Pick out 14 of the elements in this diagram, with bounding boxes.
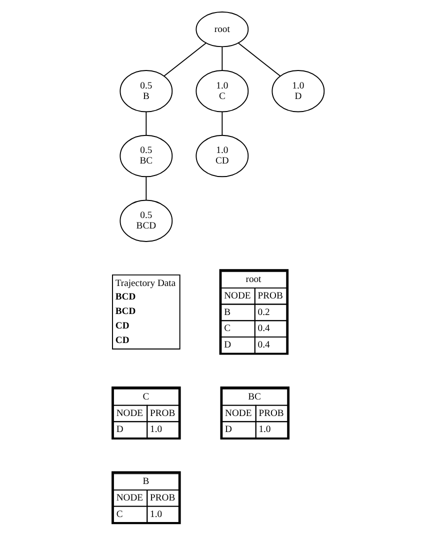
connector [237,42,280,76]
connector [221,46,222,71]
node-ellipse: 0.5 BCD [119,200,172,242]
connector [145,111,146,136]
node-ellipse: 1.0 CD [195,134,248,178]
connector [221,111,222,136]
connector [163,42,206,76]
connector [145,176,146,201]
node-box: Trajectory Data BCD BCD CD CD [112,274,180,350]
node-ellipse: 1.0 D [271,70,324,112]
node-ellipse: 0.5 BC [119,134,172,178]
node-ellipse: 1.0 C [195,70,248,112]
node-ellipse: 0.5 B [119,70,172,112]
node-ellipse: root [195,12,248,48]
